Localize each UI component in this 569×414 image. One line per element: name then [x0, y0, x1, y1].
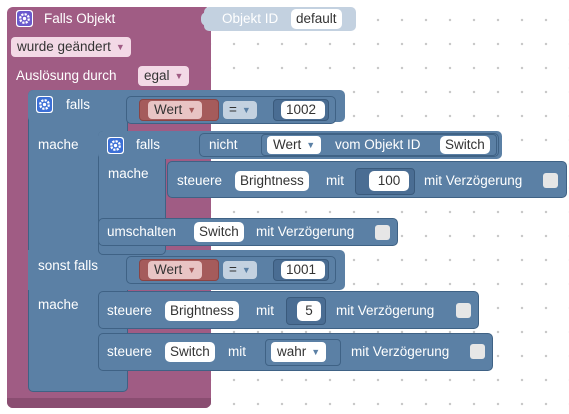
operator-dropdown-1[interactable]: =▼: [223, 101, 257, 119]
toggle-delay-label: mit Verzögerung: [256, 224, 355, 239]
chevron-down-icon: ▼: [174, 71, 184, 81]
chevron-down-icon: ▼: [115, 42, 125, 52]
toggle-verb: umschalten: [107, 224, 177, 239]
object-id-value[interactable]: default: [291, 9, 342, 29]
toggle-block[interactable]: [98, 218, 398, 246]
control-target-2[interactable]: Brightness: [165, 301, 239, 321]
chevron-down-icon: ▼: [241, 265, 251, 275]
control-value-1[interactable]: 100: [369, 171, 409, 191]
control-value-dropdown-3[interactable]: wahr ▼: [271, 342, 327, 362]
value-dropdown-2[interactable]: Wert ▼: [148, 261, 203, 279]
changed-label: wurde geändert: [17, 39, 111, 54]
control-delay-label-2: mit Verzögerung: [336, 303, 435, 318]
not-label: nicht: [209, 137, 238, 152]
trigger-by-value: egal: [144, 68, 170, 83]
control-with-3: mit: [228, 344, 246, 359]
object-value-label: Wert: [273, 137, 302, 152]
elseif-label: sonst falls: [38, 258, 99, 273]
do-label-1: mache: [38, 137, 79, 152]
if-inner-label: falls: [136, 137, 161, 152]
changed-dropdown[interactable]: wurde geändert ▼: [11, 37, 131, 57]
control-value-2[interactable]: 5: [297, 301, 321, 321]
chevron-down-icon: ▼: [187, 105, 197, 115]
control-with-1: mit: [326, 173, 344, 188]
control-value-3: wahr: [277, 344, 307, 359]
chevron-down-icon: ▼: [187, 265, 197, 275]
trigger-block-shadow: [7, 398, 211, 408]
do-label-inner: mache: [108, 166, 149, 181]
chevron-down-icon: ▼: [241, 105, 251, 115]
from-object-label: vom Objekt ID: [335, 137, 421, 152]
object-value-dropdown[interactable]: Wert ▼: [267, 136, 322, 154]
control-verb-3: steuere: [107, 344, 153, 359]
trigger-by-dropdown[interactable]: egal ▼: [138, 66, 190, 86]
operator-dropdown-2[interactable]: =▼: [223, 261, 257, 279]
operator-1: =: [229, 102, 237, 117]
if-gear-icon[interactable]: [36, 96, 53, 113]
object-id-socket-nub: [201, 12, 207, 26]
number-value-1[interactable]: 1002: [281, 101, 325, 119]
control-delay-checkbox-2[interactable]: [456, 303, 471, 318]
toggle-delay-checkbox[interactable]: [375, 225, 390, 240]
toggle-target[interactable]: Switch: [194, 222, 244, 242]
control-delay-label-3: mit Verzögerung: [351, 344, 450, 359]
chevron-down-icon: ▼: [311, 347, 321, 357]
object-id-label: Objekt ID: [222, 11, 279, 26]
control-target-3[interactable]: Switch: [165, 342, 215, 362]
value-dropdown-1[interactable]: Wert ▼: [148, 101, 203, 119]
trigger-gear-icon[interactable]: [16, 10, 33, 27]
control-verb-2: steuere: [107, 303, 153, 318]
value-label-1: Wert: [154, 102, 183, 117]
number-value-2[interactable]: 1001: [281, 261, 325, 279]
control-verb-1: steuere: [177, 173, 223, 188]
trigger-by-label: Auslösung durch: [16, 68, 117, 83]
if-inner-gear-icon[interactable]: [107, 137, 124, 154]
do-label-2: mache: [38, 297, 79, 312]
if-label: falls: [66, 97, 91, 112]
chevron-down-icon: ▼: [306, 140, 316, 150]
control-delay-checkbox-3[interactable]: [470, 344, 485, 359]
control-with-2: mit: [256, 303, 274, 318]
trigger-title: Falls Objekt: [44, 11, 116, 26]
value-label-2: Wert: [154, 262, 183, 277]
object-name-field[interactable]: Switch: [440, 136, 490, 154]
control-target-1[interactable]: Brightness: [235, 171, 309, 191]
control-delay-checkbox-1[interactable]: [543, 173, 558, 188]
control-delay-label-1: mit Verzögerung: [424, 173, 523, 188]
operator-2: =: [229, 262, 237, 277]
